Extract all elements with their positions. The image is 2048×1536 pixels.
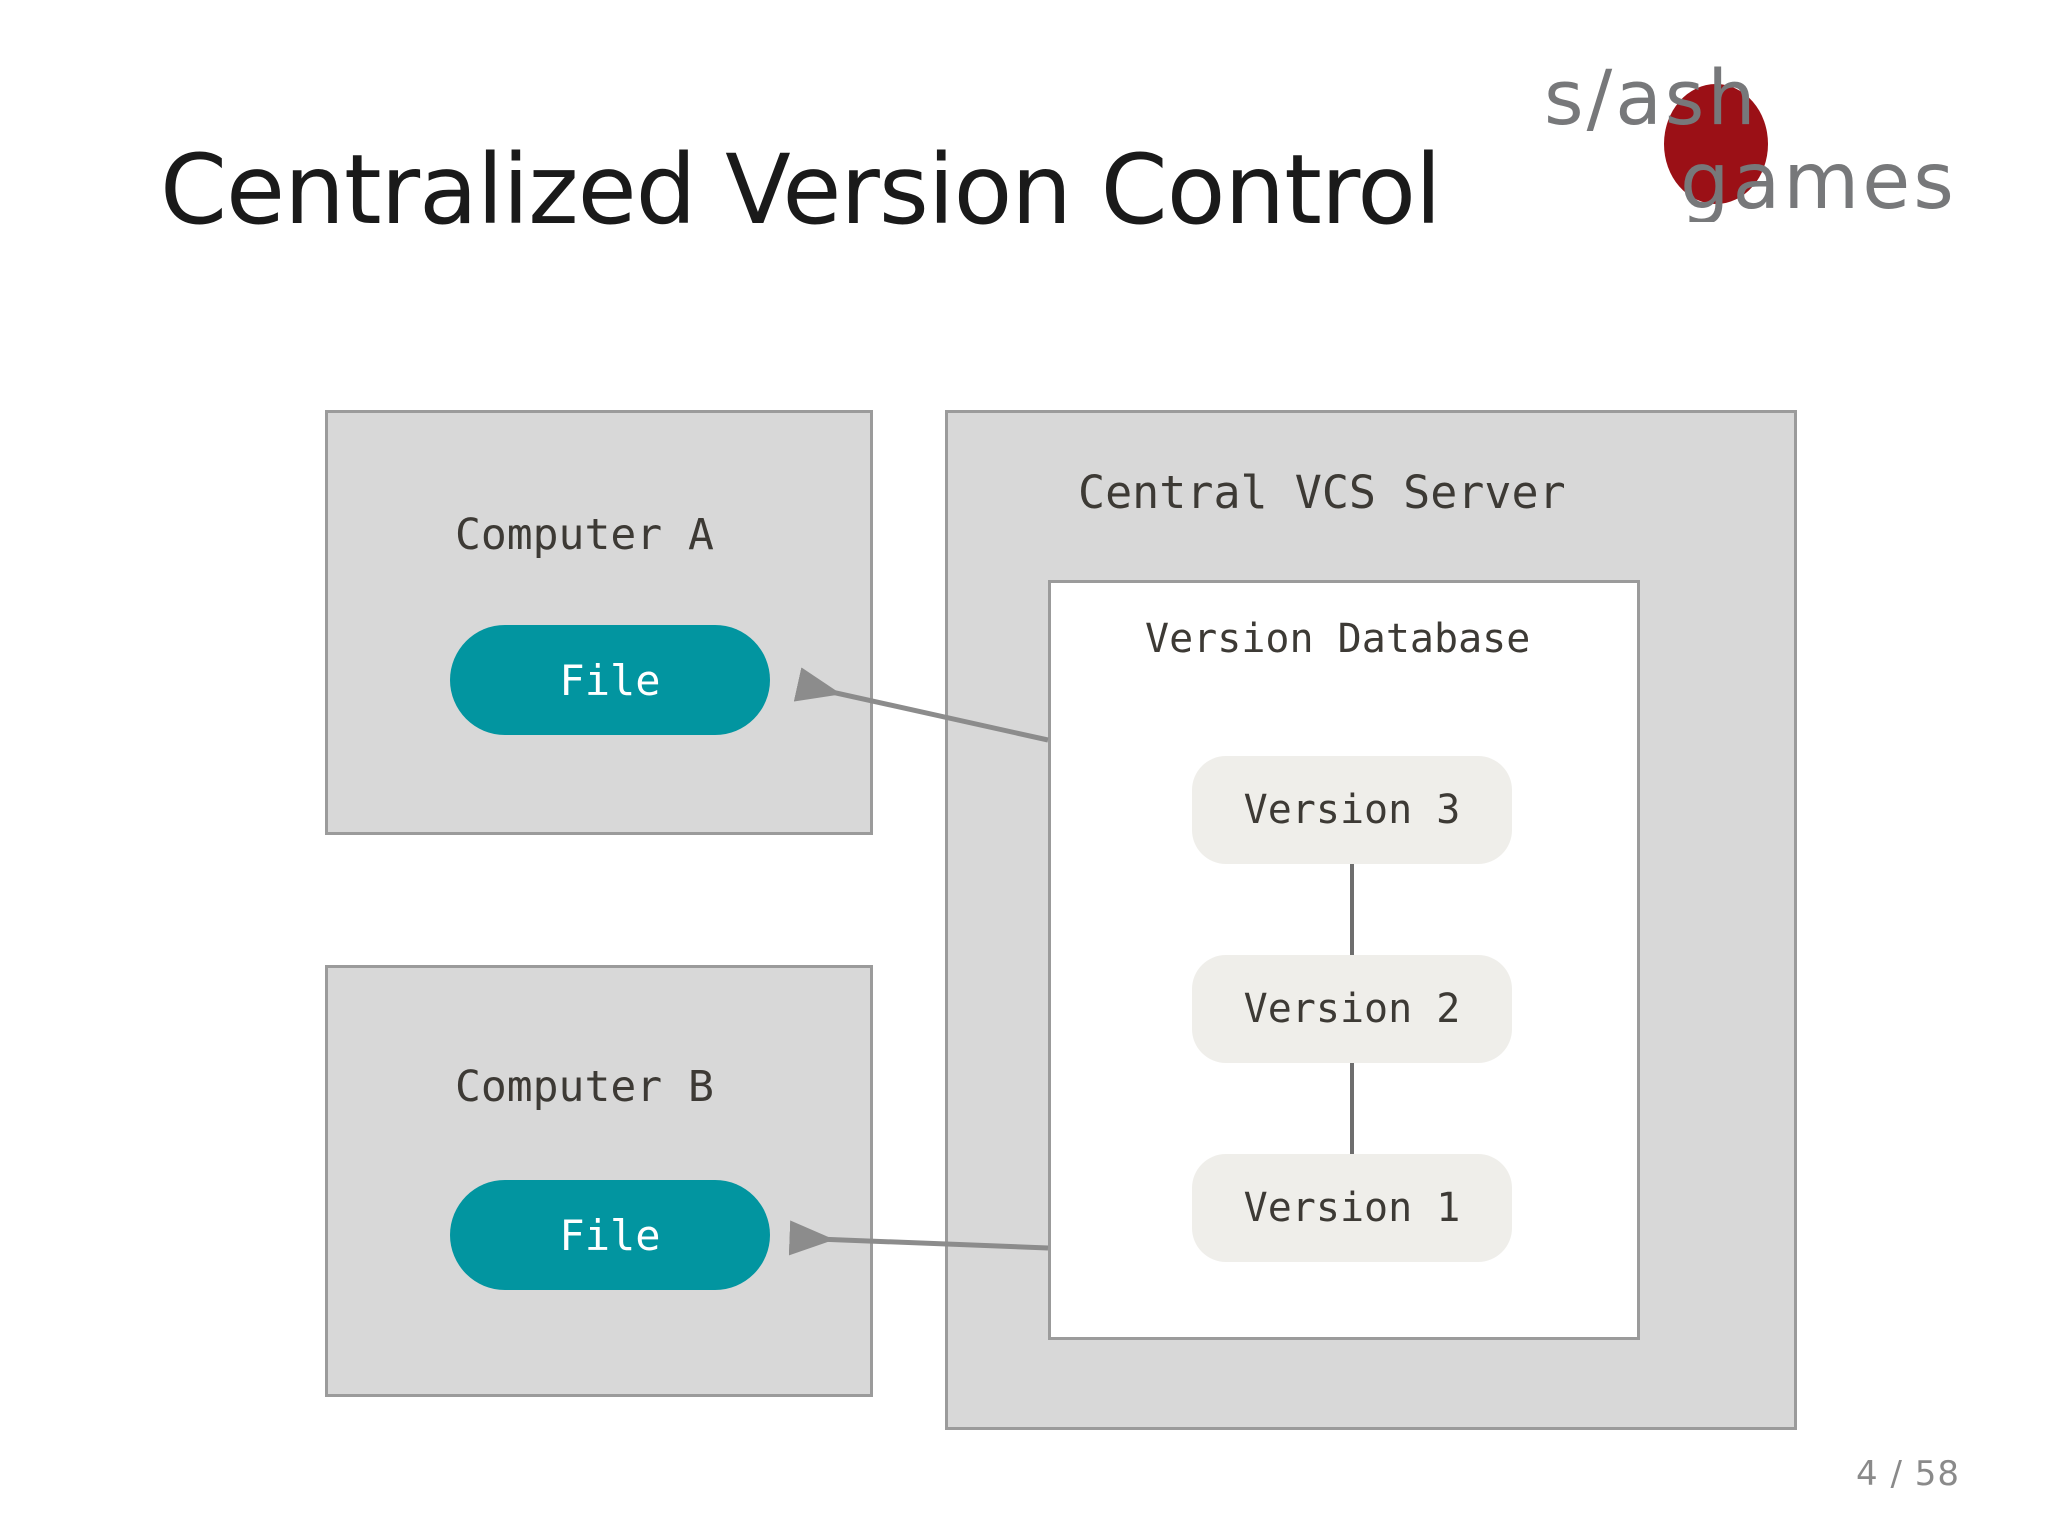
central-vcs-server-label: Central VCS Server <box>1078 466 1566 519</box>
version-2-label: Version 2 <box>1243 986 1461 1032</box>
slash-games-logo: s/ash games <box>1530 62 2040 222</box>
computer-a-file-label: File <box>559 655 661 705</box>
computer-a-file-node: File <box>450 625 770 735</box>
computer-b-label: Computer B <box>455 1062 714 1112</box>
logo-text-slash: s/ash <box>1544 62 1759 142</box>
page-title: Centralized Version Control <box>160 134 1442 246</box>
page-indicator: 4 / 58 <box>1856 1454 1960 1494</box>
version-2-node: Version 2 <box>1192 955 1512 1063</box>
logo-text-games: games <box>1680 137 1957 222</box>
logo-graphic: s/ash games <box>1544 62 1957 222</box>
computer-a-box <box>325 410 873 835</box>
version-1-node: Version 1 <box>1192 1154 1512 1262</box>
version-3-node: Version 3 <box>1192 756 1512 864</box>
logo-badge-ellipse <box>1664 84 1768 204</box>
version-1-label: Version 1 <box>1243 1185 1461 1231</box>
computer-a-label: Computer A <box>455 510 714 560</box>
version-database-label: Version Database <box>1145 616 1531 662</box>
computer-b-file-node: File <box>450 1180 770 1290</box>
computer-b-file-label: File <box>559 1210 661 1260</box>
version-3-label: Version 3 <box>1243 787 1461 833</box>
